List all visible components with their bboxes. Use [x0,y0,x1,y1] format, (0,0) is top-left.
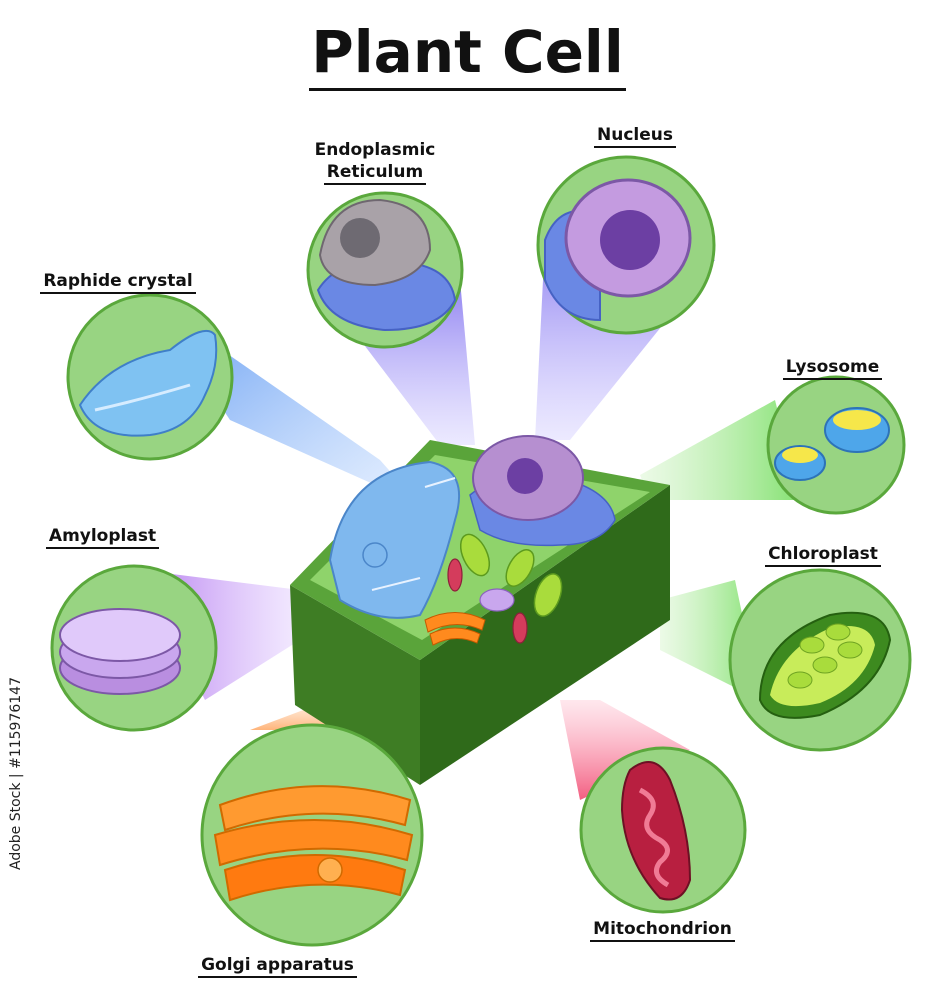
label-lysosome: Lysosome [765,356,900,380]
cell-chloroplast-3 [533,573,563,617]
label-er-line2: Reticulum [323,162,427,185]
label-er-line1: Endoplasmic [314,140,436,160]
cell-amyloplast [479,588,515,612]
cell-wall-side [420,485,670,785]
stock-id: Adobe Stock | #115976147 [8,677,24,870]
cell-wall-front [290,585,420,785]
label-nucleus: Nucleus [570,124,700,148]
mitochondrion-illustration [620,761,692,901]
nucleolus-illustration [600,210,660,270]
label-chloroplast: Chloroplast [748,543,898,567]
cell-chloroplast-2 [505,549,535,587]
beam-mitochondrion [560,700,690,800]
circle-raphide-crystal [66,293,234,461]
plant-cell [290,435,670,785]
circle-lysosome [766,375,906,515]
beam-lysosome [640,400,800,500]
vacuole-raphide [362,542,388,568]
cell-mitochondrion-1 [447,558,463,592]
circle-endoplasmic-reticulum [306,191,464,349]
circle-amyloplast [50,564,218,732]
circle-chloroplast [728,568,912,752]
label-golgi-apparatus: Golgi apparatus [180,954,375,978]
label-endoplasmic-reticulum: Endoplasmic Reticulum [290,139,460,185]
cell-mitochondrion-2 [512,612,528,644]
raphide-crystal-illustration [78,330,218,437]
circle-golgi-apparatus [200,723,424,947]
circle-mitochondrion [579,746,747,914]
cell-golgi [424,612,486,633]
amyloplast-illustration [59,608,181,662]
label-mitochondrion: Mitochondrion [575,918,750,942]
vacuole [328,460,461,619]
page-title: Plant Cell [0,18,935,91]
golgi-illustration [218,785,412,832]
cell-nucleolus [507,458,543,494]
label-amyloplast: Amyloplast [30,525,175,549]
cell-chloroplast-1 [459,533,491,577]
label-raphide-crystal: Raphide crystal [18,270,218,294]
circle-nucleus [536,155,716,335]
